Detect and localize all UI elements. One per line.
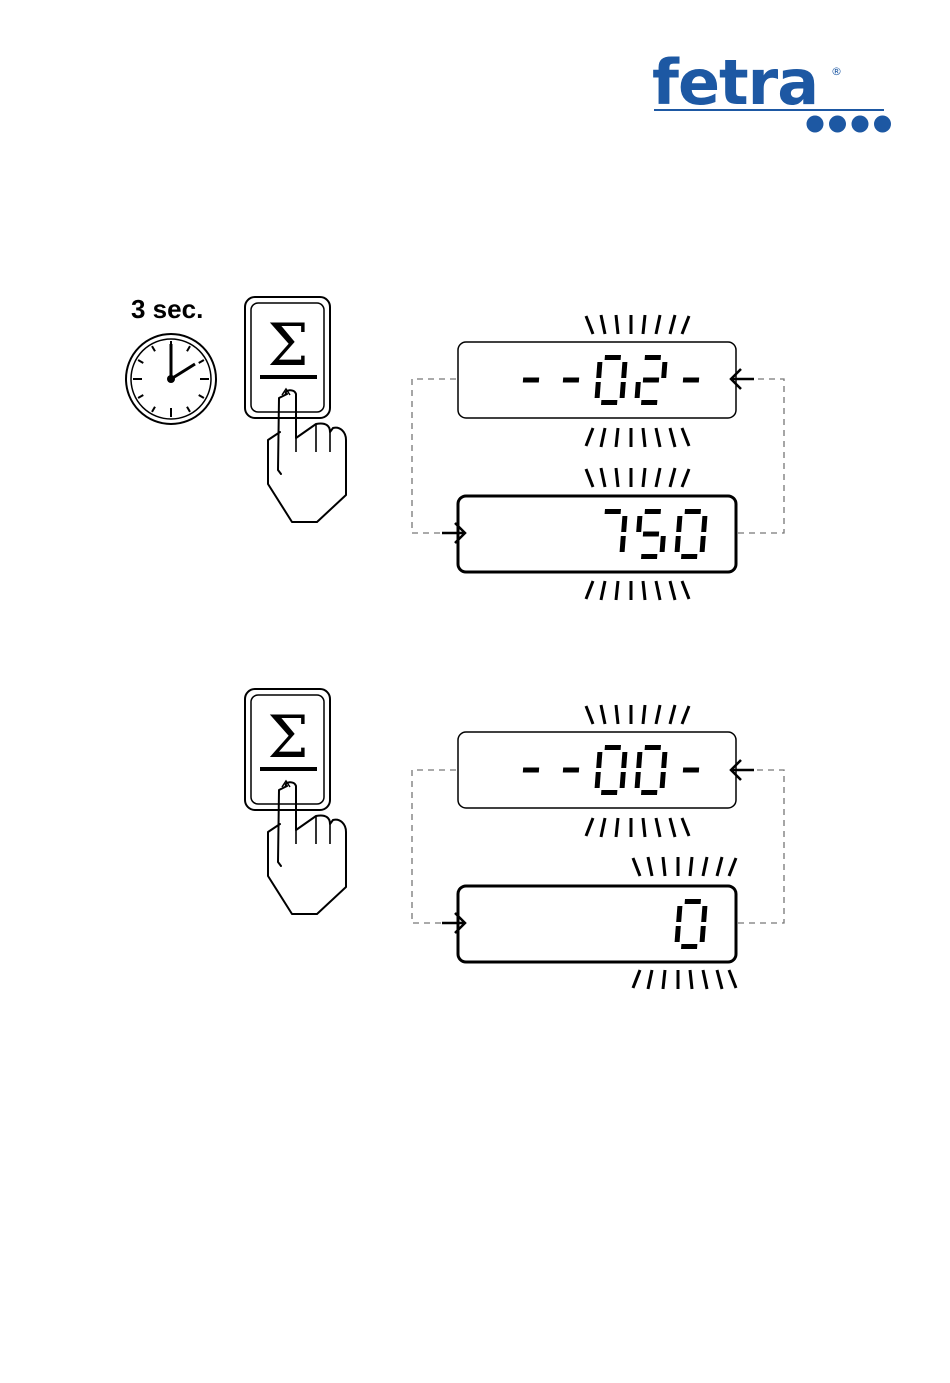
fetra-logo: fetra ® bbox=[652, 46, 891, 133]
lcd-display bbox=[458, 496, 736, 572]
lcd-display bbox=[458, 732, 736, 808]
flash-rays-bottom bbox=[633, 970, 736, 989]
lcd-segment bbox=[681, 944, 697, 949]
lcd-segment bbox=[641, 554, 657, 559]
lcd-display bbox=[458, 886, 736, 962]
flash-rays-top bbox=[586, 315, 689, 334]
lcd-segment bbox=[643, 378, 659, 383]
sigma-key-icon[interactable]: Σ bbox=[245, 689, 330, 810]
lcd-segment bbox=[641, 400, 657, 405]
lcd-segment bbox=[563, 768, 579, 773]
step-2: Σ bbox=[245, 689, 784, 989]
lcd-segment bbox=[563, 378, 579, 383]
lcd-digit bbox=[683, 768, 699, 773]
lcd-segment bbox=[683, 378, 699, 383]
flash-rays-top bbox=[633, 857, 736, 876]
lcd-segment bbox=[685, 899, 701, 904]
lcd-segment bbox=[601, 400, 617, 405]
flash-rays-top bbox=[586, 705, 689, 724]
registered-mark: ® bbox=[831, 65, 842, 78]
lcd-segment bbox=[601, 790, 617, 795]
key-symbol: Σ bbox=[267, 311, 308, 379]
step-1: 3 sec. Σ bbox=[126, 294, 784, 600]
flash-rays-bottom bbox=[586, 428, 689, 447]
timer-label: 3 sec. bbox=[131, 294, 203, 324]
logo-dot bbox=[852, 116, 869, 133]
lcd-digit bbox=[563, 378, 579, 383]
lcd-segment bbox=[605, 509, 621, 514]
lcd-segment bbox=[685, 509, 701, 514]
logo-text: fetra bbox=[652, 46, 818, 119]
lcd-digit bbox=[683, 378, 699, 383]
flash-rays-bottom bbox=[586, 818, 689, 837]
lcd-segment bbox=[523, 378, 539, 383]
logo-dots bbox=[807, 116, 892, 133]
lcd-segment bbox=[645, 355, 661, 360]
lcd-segment bbox=[643, 532, 659, 537]
lcd-digit bbox=[523, 378, 539, 383]
key-symbol: Σ bbox=[267, 703, 308, 771]
lcd-segment bbox=[605, 745, 621, 750]
flash-rays-bottom bbox=[586, 581, 689, 600]
lcd-segment bbox=[683, 768, 699, 773]
logo-dot bbox=[874, 116, 891, 133]
lcd-segment bbox=[681, 554, 697, 559]
lcd-display bbox=[458, 342, 736, 418]
logo-dot bbox=[829, 116, 846, 133]
lcd-digit bbox=[523, 768, 539, 773]
logo-dot bbox=[807, 116, 824, 133]
clock-icon bbox=[126, 334, 216, 424]
lcd-segment bbox=[645, 509, 661, 514]
lcd-digit bbox=[563, 768, 579, 773]
flash-rays-top bbox=[586, 468, 689, 487]
sigma-key-icon[interactable]: Σ bbox=[245, 297, 330, 418]
lcd-segment bbox=[605, 355, 621, 360]
lcd-segment bbox=[645, 745, 661, 750]
lcd-segment bbox=[641, 790, 657, 795]
lcd-segment bbox=[523, 768, 539, 773]
